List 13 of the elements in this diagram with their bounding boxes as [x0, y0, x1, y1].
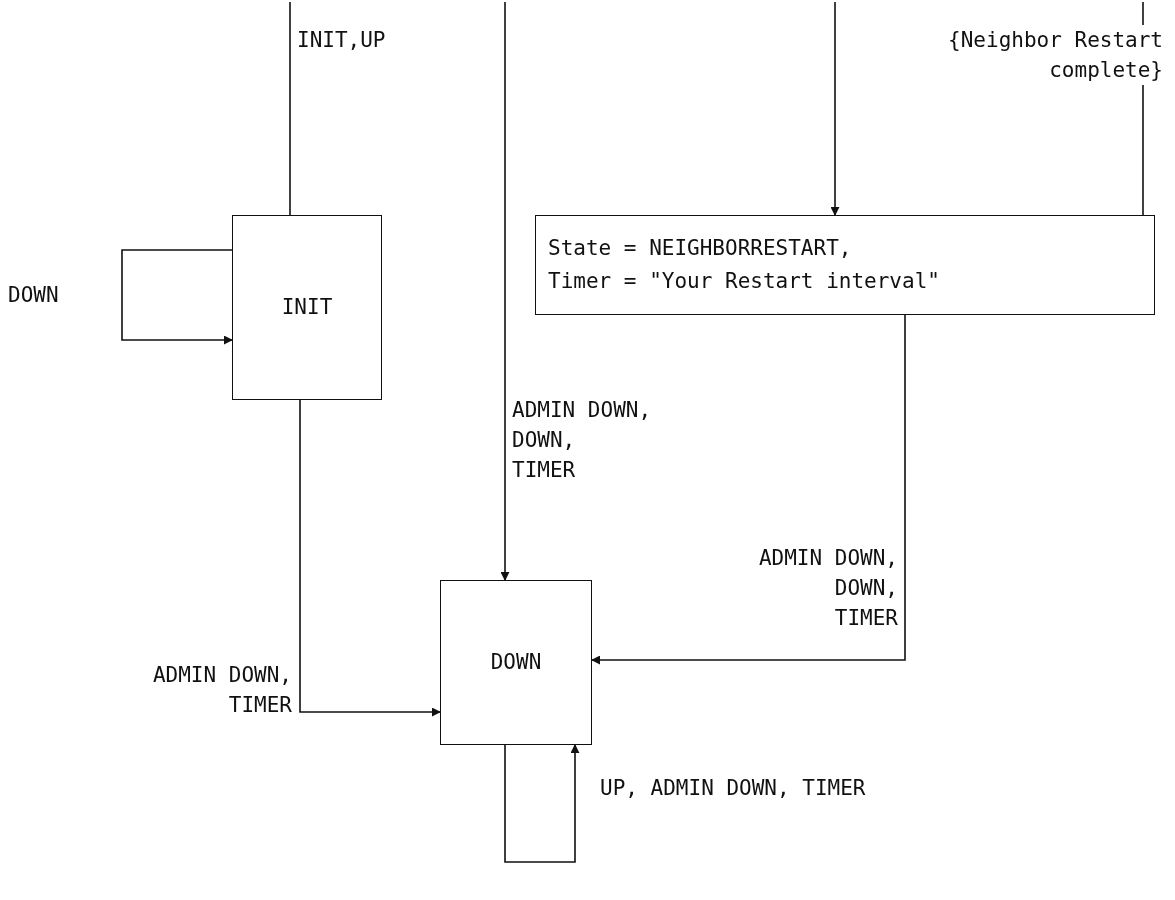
state-name: DOWN: [490, 649, 542, 676]
state-name: INIT: [281, 294, 333, 321]
connector-line: [289, 1, 291, 216]
arrow: [591, 314, 906, 665]
arrow: [299, 399, 441, 717]
state-box: [535, 215, 1155, 315]
state-box: [440, 580, 592, 745]
state-box: [232, 215, 382, 400]
arrow: [504, 744, 580, 863]
arrow: [500, 1, 510, 581]
state-name: State = NEIGHBORRESTART, Timer = "Your Restart interval": [548, 235, 940, 295]
arrow: [121, 249, 233, 345]
arrow: [830, 1, 840, 216]
